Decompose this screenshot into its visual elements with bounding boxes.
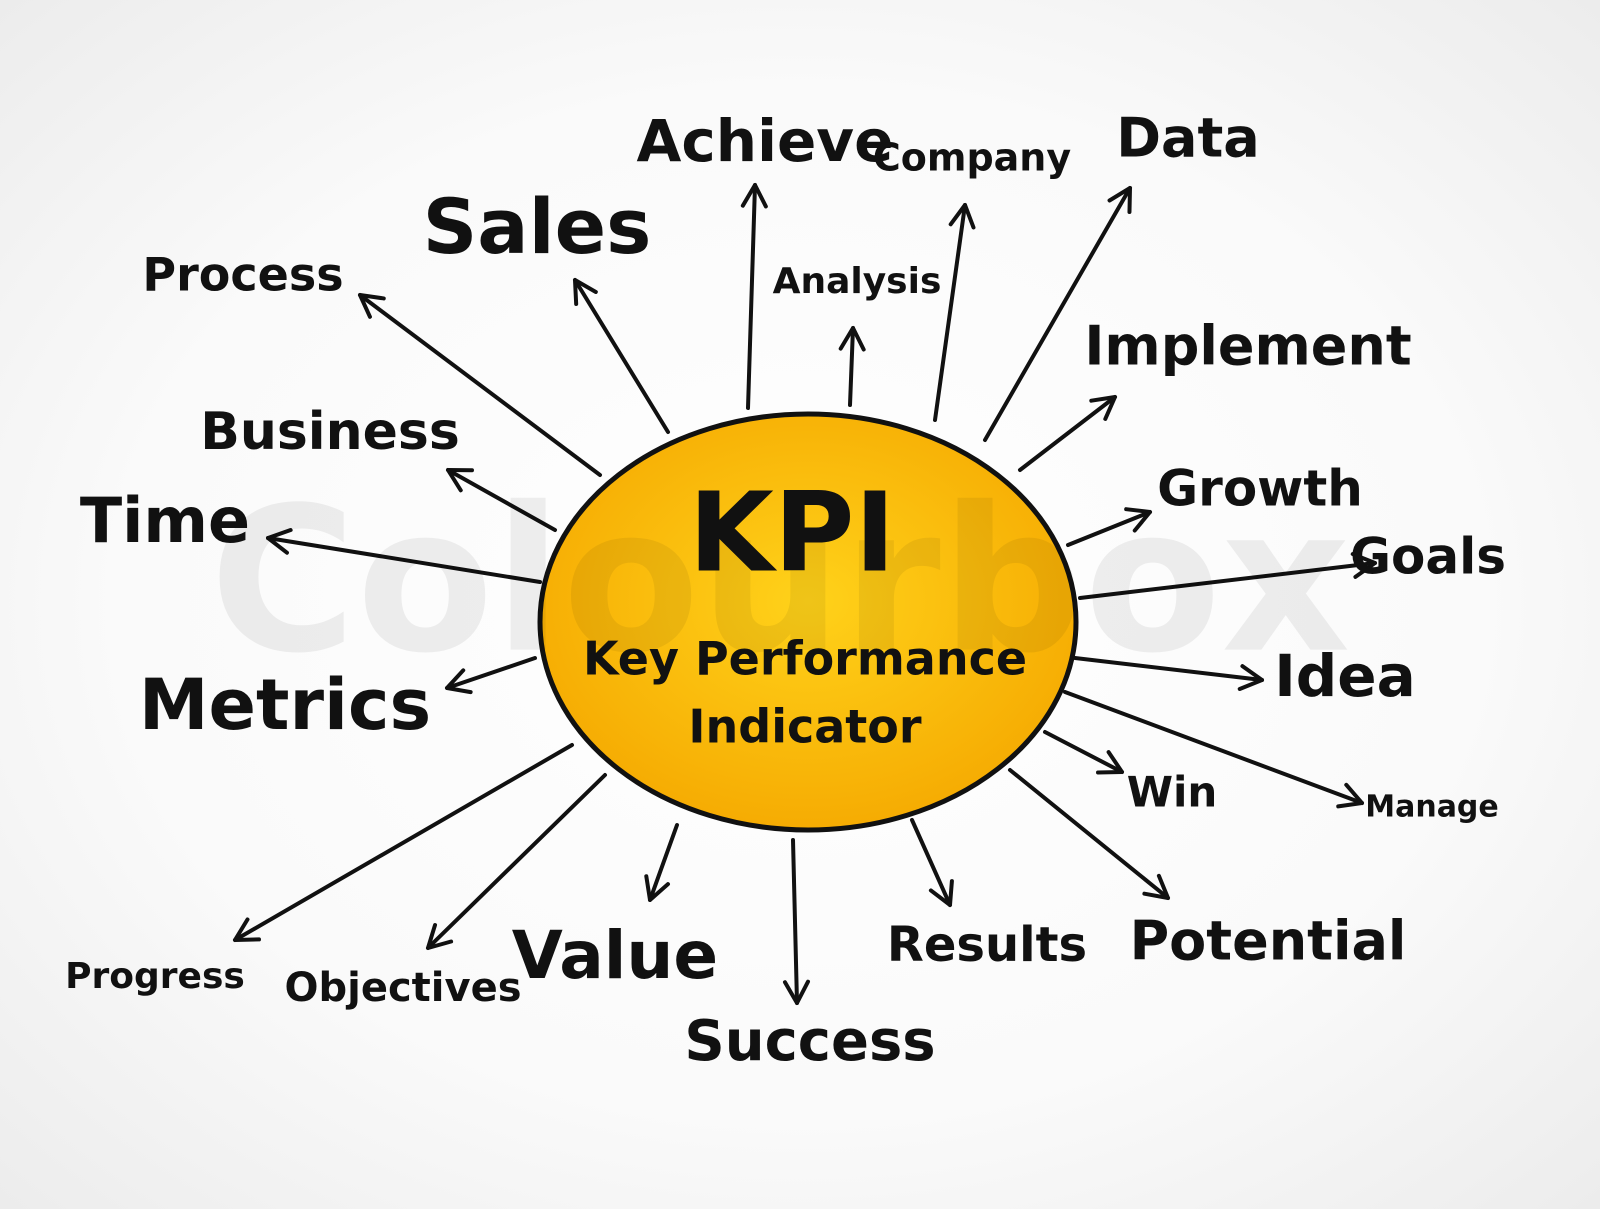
arrow-line xyxy=(1043,730,1124,774)
node-label-growth: Growth xyxy=(1157,460,1363,518)
arrow-manage xyxy=(1063,690,1364,809)
node-label-sales: Sales xyxy=(423,182,652,271)
node-label-idea: Idea xyxy=(1274,642,1416,710)
arrow-analysis xyxy=(838,326,866,407)
arrow-line xyxy=(746,183,757,410)
arrow-success xyxy=(782,838,810,1005)
arrow-objectives xyxy=(426,773,607,950)
center-subtitle-line2: Indicator xyxy=(688,700,921,754)
kpi-center-ellipse xyxy=(537,411,1079,833)
node-label-goals: Goals xyxy=(1350,528,1506,586)
arrowhead-icon xyxy=(644,874,670,902)
arrow-value xyxy=(644,823,679,902)
arrow-goals xyxy=(1078,552,1377,600)
node-label-results: Results xyxy=(887,917,1087,973)
arrow-potential xyxy=(1008,768,1170,900)
arrowhead-icon xyxy=(446,468,474,493)
arrow-line xyxy=(910,818,952,907)
arrowhead-icon xyxy=(928,879,954,907)
arrow-metrics xyxy=(445,656,537,695)
arrowhead-icon xyxy=(1089,395,1117,421)
arrow-line xyxy=(233,743,574,942)
node-label-value: Value xyxy=(512,917,718,994)
arrow-line xyxy=(1018,395,1117,472)
arrow-line xyxy=(266,536,542,584)
node-label-metrics: Metrics xyxy=(139,664,431,746)
arrow-line xyxy=(791,838,799,1005)
arrow-data xyxy=(983,186,1132,442)
arrow-results xyxy=(910,818,954,907)
watermark: Colourbox xyxy=(210,465,1351,698)
arrow-idea xyxy=(1073,656,1264,691)
arrow-progress xyxy=(233,743,574,942)
arrowhead-icon xyxy=(1237,664,1264,691)
node-label-implement: Implement xyxy=(1084,315,1411,378)
arrowhead-icon xyxy=(426,923,454,950)
arrow-achieve xyxy=(740,183,768,410)
arrowhead-icon xyxy=(948,203,976,230)
arrowhead-icon xyxy=(740,183,768,209)
arrow-line xyxy=(1063,690,1364,805)
arrows xyxy=(233,183,1377,1005)
node-label-progress: Progress xyxy=(65,956,245,997)
arrow-line xyxy=(1073,656,1264,682)
arrow-line xyxy=(446,468,557,532)
node-label-company: Company xyxy=(873,136,1071,180)
node-label-time: Time xyxy=(80,484,250,557)
arrowhead-icon xyxy=(266,528,293,555)
arrowhead-icon xyxy=(573,278,598,306)
arrow-line xyxy=(573,278,670,434)
arrow-business xyxy=(446,468,557,532)
center-subtitle-line1: Key Performance xyxy=(583,632,1027,686)
arrowhead-icon xyxy=(445,668,473,695)
arrowhead-icon xyxy=(782,979,810,1005)
arrowhead-icon xyxy=(1350,552,1377,579)
arrow-line xyxy=(1008,768,1170,900)
node-label-manage: Manage xyxy=(1365,790,1499,825)
arrow-line xyxy=(648,823,679,902)
arrowhead-icon xyxy=(233,917,261,942)
node-label-process: Process xyxy=(142,248,343,302)
arrowhead-icon xyxy=(838,326,866,352)
center-title: KPI xyxy=(689,468,896,596)
node-label-success: Success xyxy=(684,1009,935,1074)
arrow-line xyxy=(848,326,855,407)
node-label-potential: Potential xyxy=(1130,910,1407,973)
arrow-growth xyxy=(1066,507,1152,547)
arrow-line xyxy=(426,773,607,950)
node-label-win: Win xyxy=(1127,768,1218,817)
arrow-line xyxy=(445,656,537,690)
arrowhead-icon xyxy=(1096,750,1124,775)
arrow-implement xyxy=(1018,395,1117,472)
arrow-win xyxy=(1043,730,1124,775)
arrow-sales xyxy=(573,278,670,434)
arrowhead-icon xyxy=(1336,782,1364,809)
arrowhead-icon xyxy=(1124,507,1152,533)
node-label-objectives: Objectives xyxy=(284,965,521,1011)
arrow-line xyxy=(983,186,1132,442)
arrow-line xyxy=(1078,561,1377,600)
arrowhead-icon xyxy=(1107,186,1132,214)
node-label-business: Business xyxy=(200,402,460,462)
arrow-line xyxy=(358,293,602,477)
arrow-company xyxy=(933,203,976,422)
node-label-achieve: Achieve xyxy=(637,107,894,175)
arrow-line xyxy=(933,203,967,422)
arrowhead-icon xyxy=(358,293,386,319)
arrow-process xyxy=(358,293,602,477)
arrow-line xyxy=(1066,510,1152,547)
node-label-data: Data xyxy=(1116,107,1260,170)
arrow-time xyxy=(266,528,542,584)
node-label-analysis: Analysis xyxy=(773,261,942,302)
arrowhead-icon xyxy=(1142,873,1170,900)
